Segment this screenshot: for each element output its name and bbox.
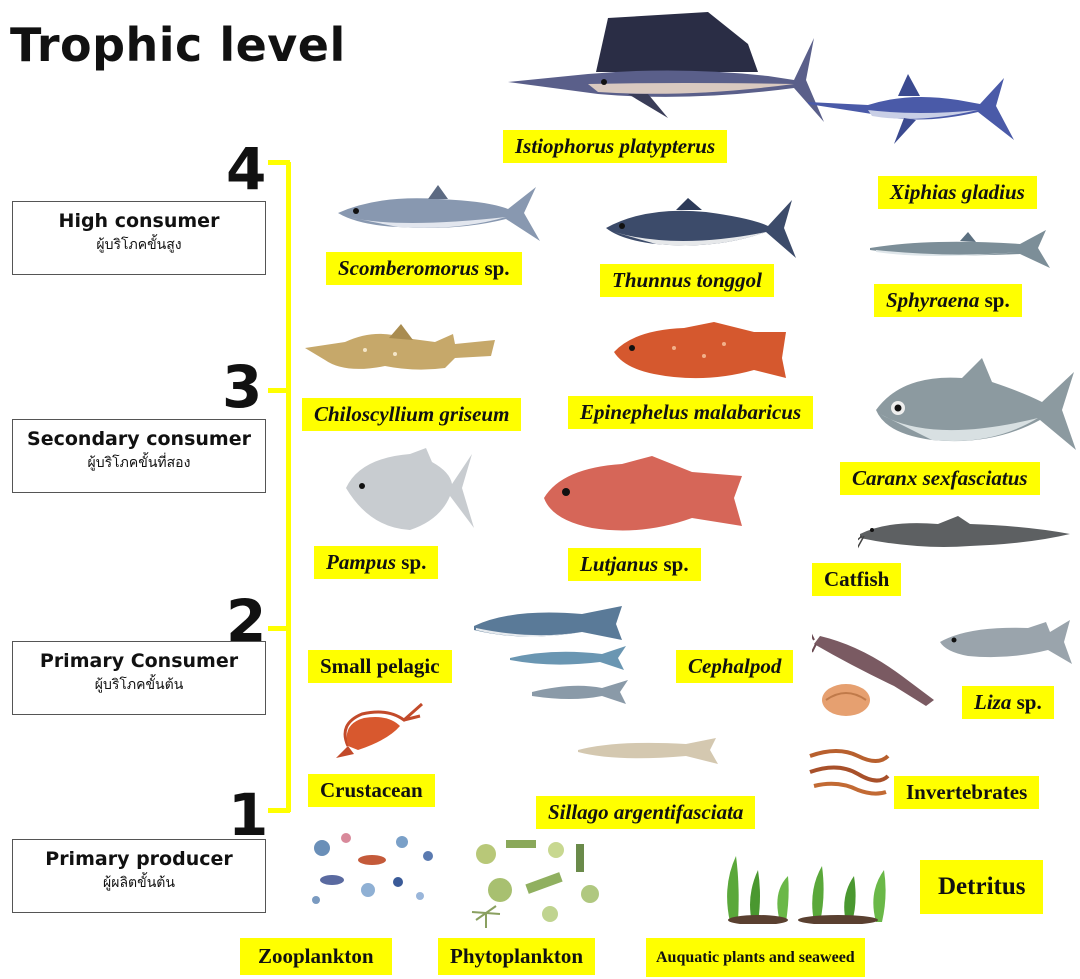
bracket-tick-3 [268, 388, 290, 393]
level-number-1: 1 [228, 786, 268, 844]
level-box-primary-consumer: Primary Consumer ผู้บริโภคขั้นต้น [12, 641, 266, 715]
level-name-en: Primary producer [13, 848, 265, 870]
level-name-th: ผู้บริโภคขั้นสูง [13, 234, 265, 256]
sillago-illustration [576, 736, 721, 766]
label-istiophorus-platypterus: Istiophorus platypterus [503, 130, 727, 163]
label-xiphias-gladius: Xiphias gladius [878, 176, 1037, 209]
small-pelagic-illustration [472, 604, 630, 710]
level-box-secondary-consumer: Secondary consumer ผู้บริโภคขั้นที่สอง [12, 419, 266, 493]
sailfish-illustration [508, 10, 828, 130]
level-number-4: 4 [226, 140, 266, 198]
label-small-pelagic: Small pelagic [308, 650, 452, 683]
trevally-illustration [872, 354, 1080, 456]
catfish-illustration [858, 512, 1073, 558]
label-cephalpod: Cephalpod [676, 650, 793, 683]
invertebrate-illustration [808, 746, 892, 798]
pomfret-illustration [340, 448, 480, 534]
label-genus: Liza [974, 690, 1011, 714]
label-thunnus-tonggol: Thunnus tonggol [600, 264, 774, 297]
label-chiloscyllium-griseum: Chiloscyllium griseum [302, 398, 521, 431]
label-suffix: sp. [479, 256, 509, 280]
page-title: Trophic level [10, 18, 346, 72]
tuna-illustration [606, 198, 801, 260]
label-sillago-argentifasciata: Sillago argentifasciata [536, 796, 755, 829]
label-lutjanus: Lutjanus sp. [568, 548, 701, 581]
bracket-tick-2 [268, 626, 290, 631]
level-box-high-consumer: High consumer ผู้บริโภคขั้นสูง [12, 201, 266, 275]
cephalopod-illustration [812, 626, 940, 722]
barracuda-illustration [870, 228, 1055, 273]
mackerel-illustration [338, 185, 543, 245]
level-box-primary-producer: Primary producer ผู้ผลิตขั้นต้น [12, 839, 266, 913]
zooplankton-illustration [302, 826, 442, 910]
label-caranx-sexfasciatus: Caranx sexfasciatus [840, 462, 1040, 495]
swordfish-illustration [808, 70, 1023, 155]
label-scomberomorus: Scomberomorus sp. [326, 252, 522, 285]
label-suffix: sp. [396, 550, 426, 574]
level-name-th: ผู้บริโภคขั้นที่สอง [13, 452, 265, 474]
label-genus: Pampus [326, 550, 396, 574]
label-zooplankton: Zooplankton [240, 938, 392, 975]
label-genus: Lutjanus [580, 552, 658, 576]
label-genus: Scomberomorus [338, 256, 479, 280]
level-name-en: Secondary consumer [13, 428, 265, 450]
trophic-bracket-line [286, 162, 291, 812]
level-name-en: Primary Consumer [13, 650, 265, 672]
label-phytoplankton: Phytoplankton [438, 938, 595, 975]
label-sphyraena: Sphyraena sp. [874, 284, 1022, 317]
label-suffix: sp. [1011, 690, 1041, 714]
label-catfish: Catfish [812, 563, 901, 596]
label-crustacean: Crustacean [308, 774, 435, 807]
bracket-tick-4 [268, 160, 290, 165]
seaweed-illustration [718, 846, 900, 924]
phytoplankton-illustration [466, 830, 618, 930]
label-aquatic-plants-seaweed: Auquatic plants and seaweed [646, 938, 865, 977]
mullet-illustration [938, 614, 1076, 668]
shrimp-illustration [328, 700, 424, 764]
grouper-illustration [614, 318, 789, 386]
chiloscyllium-illustration [305, 320, 500, 390]
bracket-tick-1 [268, 808, 290, 813]
level-name-en: High consumer [13, 210, 265, 232]
level-number-3: 3 [222, 358, 262, 416]
label-invertebrates: Invertebrates [894, 776, 1039, 809]
label-genus: Sphyraena [886, 288, 979, 312]
label-detritus: Detritus [920, 860, 1043, 914]
level-name-th: ผู้ผลิตขั้นต้น [13, 872, 265, 894]
level-name-th: ผู้บริโภคขั้นต้น [13, 674, 265, 696]
label-epinephelus-malabaricus: Epinephelus malabaricus [568, 396, 813, 429]
label-suffix: sp. [979, 288, 1009, 312]
snapper-illustration [542, 452, 747, 538]
label-liza: Liza sp. [962, 686, 1054, 719]
label-pampus: Pampus sp. [314, 546, 438, 579]
label-suffix: sp. [658, 552, 688, 576]
